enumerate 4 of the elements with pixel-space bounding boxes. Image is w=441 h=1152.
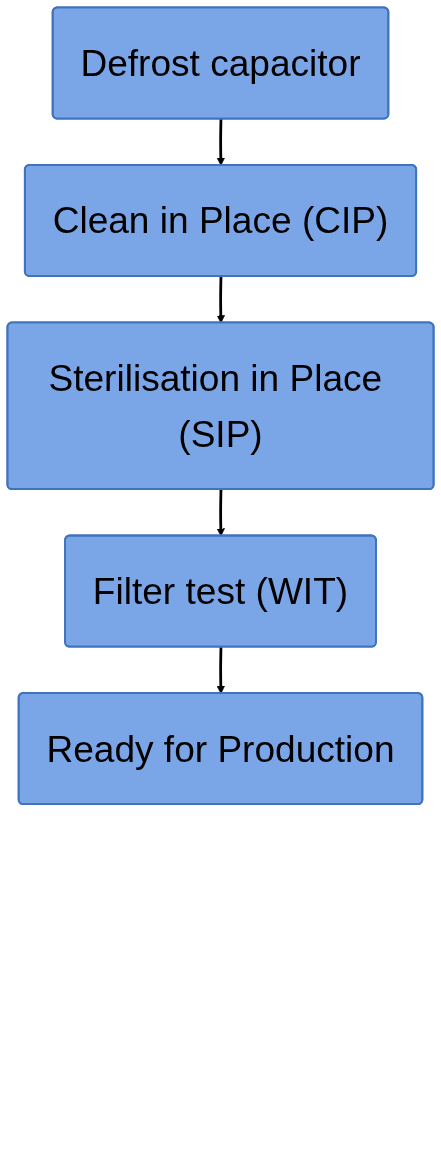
arrow	[216, 647, 225, 694]
arrow	[216, 276, 225, 324]
arrow	[216, 489, 225, 537]
arrow	[216, 119, 225, 166]
